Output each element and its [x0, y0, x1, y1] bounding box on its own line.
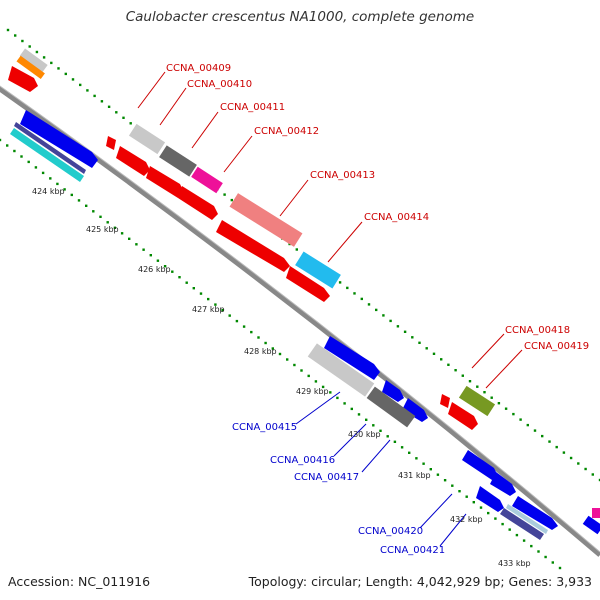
gene-labels-forward: CCNA_00409 CCNA_00410 CCNA_00411 CCNA_00… — [166, 63, 589, 352]
gene-blue-00420b[interactable] — [490, 472, 516, 496]
label-CCNA_00421[interactable]: CCNA_00421 — [380, 545, 445, 556]
gene-blue-right[interactable] — [582, 515, 600, 535]
map-title: Caulobacter crescentus NA1000, complete … — [125, 9, 475, 25]
label-CCNA_00420[interactable]: CCNA_00420 — [358, 526, 423, 537]
label-CCNA_00417[interactable]: CCNA_00417 — [294, 472, 359, 483]
tick-427: 427 kbp — [192, 305, 225, 314]
label-leaders-reverse — [295, 391, 467, 547]
gene-red-a[interactable] — [8, 66, 38, 92]
gene-darkgray-00416[interactable] — [366, 386, 416, 428]
gene-teal-a[interactable] — [10, 128, 84, 182]
genome-summary: Topology: circular; Length: 4,042,929 bp… — [248, 574, 592, 589]
gene-red-b4[interactable] — [216, 220, 290, 272]
gene-cyan-00414[interactable] — [295, 251, 341, 289]
label-CCNA_00412[interactable]: CCNA_00412 — [254, 126, 319, 137]
label-CCNA_00411[interactable]: CCNA_00411 — [220, 102, 285, 113]
label-CCNA_00413[interactable]: CCNA_00413 — [310, 170, 375, 181]
gene-olive-00419[interactable] — [458, 385, 496, 417]
label-leaders — [137, 71, 523, 389]
gene-teal-b[interactable] — [506, 504, 548, 534]
tick-426: 426 kbp — [138, 265, 171, 274]
tick-430: 430 kbp — [348, 430, 381, 439]
inner-dot-ring — [0, 138, 562, 570]
label-CCNA_00415[interactable]: CCNA_00415 — [232, 422, 297, 433]
gene-red-b1[interactable] — [116, 146, 150, 176]
tick-425: 425 kbp — [86, 225, 119, 234]
gene-darkgray-00411[interactable] — [159, 145, 197, 177]
gene-magenta-00412[interactable] — [191, 166, 223, 194]
gene-red-00418[interactable] — [448, 402, 478, 430]
tick-429: 429 kbp — [296, 387, 329, 396]
gene-blue-00415a[interactable] — [324, 336, 380, 380]
gene-features — [8, 48, 600, 540]
gene-blue-00421b[interactable] — [512, 496, 558, 530]
label-CCNA_00410[interactable]: CCNA_00410 — [187, 79, 252, 90]
gene-navy-a[interactable] — [14, 122, 86, 174]
gene-red-b2[interactable] — [146, 166, 184, 198]
gene-blue-00417[interactable] — [402, 398, 428, 422]
label-CCNA_00419[interactable]: CCNA_00419 — [524, 341, 589, 352]
gene-red-b5[interactable] — [286, 266, 330, 302]
tick-428: 428 kbp — [244, 347, 277, 356]
gene-blue-00420a[interactable] — [462, 450, 498, 480]
gene-gray-00410[interactable] — [128, 123, 166, 155]
label-CCNA_00418[interactable]: CCNA_00418 — [505, 325, 570, 336]
gene-magenta-right[interactable] — [592, 508, 600, 518]
tick-433: 433 kbp — [498, 559, 531, 568]
gene-blue-00421a[interactable] — [476, 486, 504, 512]
gene-blue-a[interactable] — [20, 110, 98, 168]
gene-pink-00413[interactable] — [229, 193, 303, 247]
tick-labels: 424 kbp 425 kbp 426 kbp 427 kbp 428 kbp … — [32, 187, 531, 568]
label-CCNA_00409[interactable]: CCNA_00409 — [166, 63, 231, 74]
tick-424: 424 kbp — [32, 187, 65, 196]
tick-432: 432 kbp — [450, 515, 483, 524]
tick-431: 431 kbp — [398, 471, 431, 480]
accession-label: Accession: NC_011916 — [8, 574, 151, 589]
gene-red-small[interactable] — [106, 136, 116, 150]
gene-navy-b[interactable] — [500, 508, 544, 540]
gene-red-b3[interactable] — [178, 186, 218, 220]
label-CCNA_00414[interactable]: CCNA_00414 — [364, 212, 429, 223]
gene-labels-reverse: CCNA_00415 CCNA_00416 CCNA_00417 CCNA_00… — [232, 422, 445, 556]
gene-red-00418-small[interactable] — [440, 394, 450, 408]
gene-blue-00416[interactable] — [382, 380, 404, 402]
genome-backbone-highlight — [0, 85, 600, 553]
gene-gray-00415[interactable] — [307, 343, 375, 397]
gene-orange[interactable] — [16, 55, 45, 80]
gene-gray-00409[interactable] — [19, 48, 48, 73]
label-CCNA_00416[interactable]: CCNA_00416 — [270, 455, 335, 466]
